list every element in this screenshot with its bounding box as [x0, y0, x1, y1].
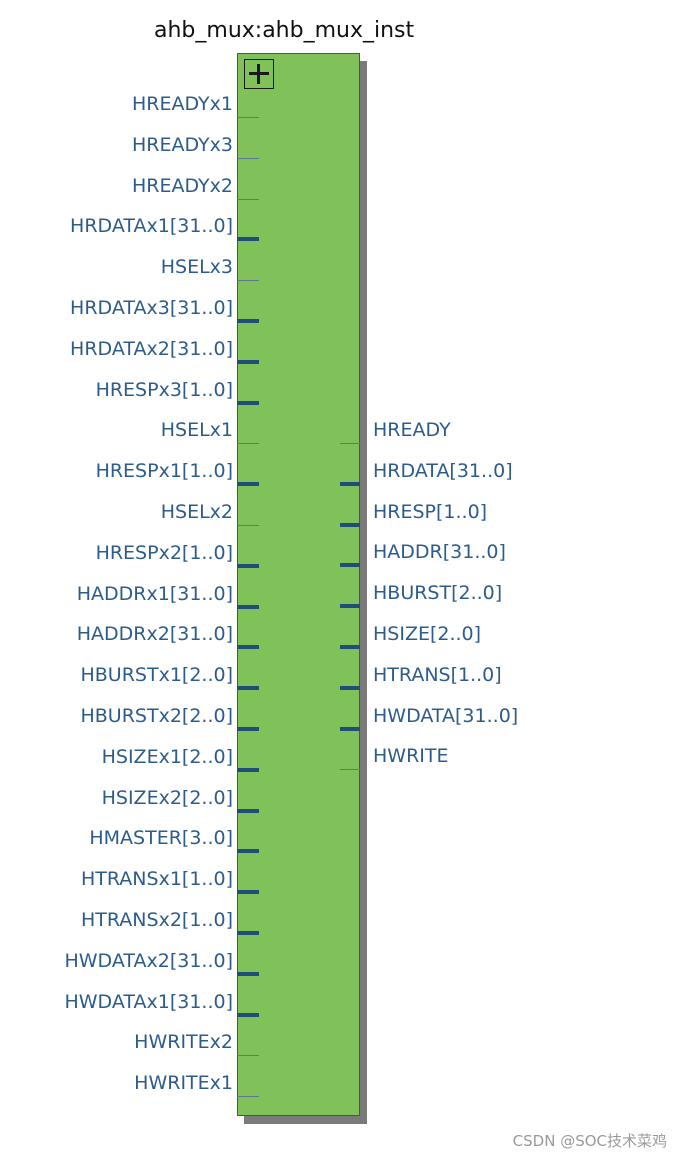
left-port-pin [237, 1013, 259, 1017]
left-port-label: HWRITEx2 [134, 1031, 233, 1053]
left-port-pin [237, 768, 259, 772]
right-port-label: HREADY [373, 419, 451, 441]
right-port-label: HTRANS[1..0] [373, 664, 502, 686]
left-port-pin [237, 401, 259, 405]
right-port-pin [340, 523, 360, 527]
left-port-label: HRDATAx3[31..0] [70, 297, 233, 319]
right-port-pin [340, 727, 360, 731]
left-port-label: HWRITEx1 [134, 1072, 233, 1094]
right-port-pin [340, 443, 360, 444]
left-port-pin [237, 443, 259, 444]
left-port-label: HSELx2 [160, 501, 233, 523]
left-port-label: HADDRx1[31..0] [76, 583, 233, 605]
left-port-label: HSIZEx2[2..0] [101, 787, 233, 809]
right-port-label: HWRITE [373, 745, 449, 767]
left-port-label: HBURSTx1[2..0] [80, 664, 233, 686]
left-port-pin [237, 890, 259, 894]
left-port-label: HWDATAx1[31..0] [64, 991, 233, 1013]
left-port-pin [237, 564, 259, 568]
left-port-pin [237, 1096, 259, 1097]
right-port-pin [340, 769, 360, 770]
left-port-label: HRESPx1[1..0] [95, 460, 233, 482]
left-port-pin [237, 525, 259, 526]
right-port-label: HRDATA[31..0] [373, 460, 513, 482]
left-port-label: HREADYx1 [131, 93, 233, 115]
left-port-label: HTRANSx1[1..0] [80, 868, 233, 890]
left-port-label: HTRANSx2[1..0] [80, 909, 233, 931]
left-port-label: HREADYx2 [131, 175, 233, 197]
block-title: ahb_mux:ahb_mux_inst [154, 18, 415, 43]
left-port-label: HREADYx3 [131, 134, 233, 156]
right-port-pin [340, 563, 360, 567]
left-port-label: HRESPx2[1..0] [95, 542, 233, 564]
left-port-pin [237, 1055, 259, 1056]
left-port-pin [237, 117, 259, 118]
right-port-label: HBURST[2..0] [373, 582, 503, 604]
left-port-pin [237, 727, 259, 731]
left-port-pin [237, 158, 259, 159]
left-port-pin [237, 482, 259, 486]
left-port-pin [237, 686, 259, 690]
left-port-pin [237, 605, 259, 609]
left-port-pin [237, 809, 259, 813]
left-port-label: HMASTER[3..0] [89, 827, 233, 849]
watermark: CSDN @SOC技术菜鸡 [512, 1132, 667, 1150]
left-port-pin [237, 849, 259, 853]
left-port-pin [237, 319, 259, 323]
right-port-pin [340, 604, 360, 608]
left-port-label: HWDATAx2[31..0] [64, 950, 233, 972]
left-port-label: HSELx1 [160, 419, 233, 441]
left-port-pin [237, 931, 259, 935]
left-port-pin [237, 972, 259, 976]
left-port-label: HBURSTx2[2..0] [80, 705, 233, 727]
right-port-pin [340, 645, 360, 649]
left-port-pin [237, 645, 259, 649]
left-port-label: HADDRx2[31..0] [76, 623, 233, 645]
left-port-pin [237, 237, 259, 241]
right-port-label: HSIZE[2..0] [373, 623, 482, 645]
plus-box-icon[interactable] [244, 59, 274, 89]
right-port-label: HADDR[31..0] [373, 541, 506, 563]
right-port-label: HWDATA[31..0] [373, 705, 519, 727]
module-block[interactable] [237, 53, 360, 1116]
left-port-pin [237, 360, 259, 364]
left-port-label: HRDATAx2[31..0] [70, 338, 233, 360]
left-port-pin [237, 199, 259, 200]
right-port-pin [340, 482, 360, 486]
right-port-label: HRESP[1..0] [373, 501, 488, 523]
right-port-pin [340, 686, 360, 690]
left-port-label: HRDATAx1[31..0] [70, 215, 233, 237]
left-port-label: HSIZEx1[2..0] [101, 746, 233, 768]
left-port-label: HSELx3 [160, 256, 233, 278]
left-port-pin [237, 280, 259, 281]
left-port-label: HRESPx3[1..0] [95, 379, 233, 401]
